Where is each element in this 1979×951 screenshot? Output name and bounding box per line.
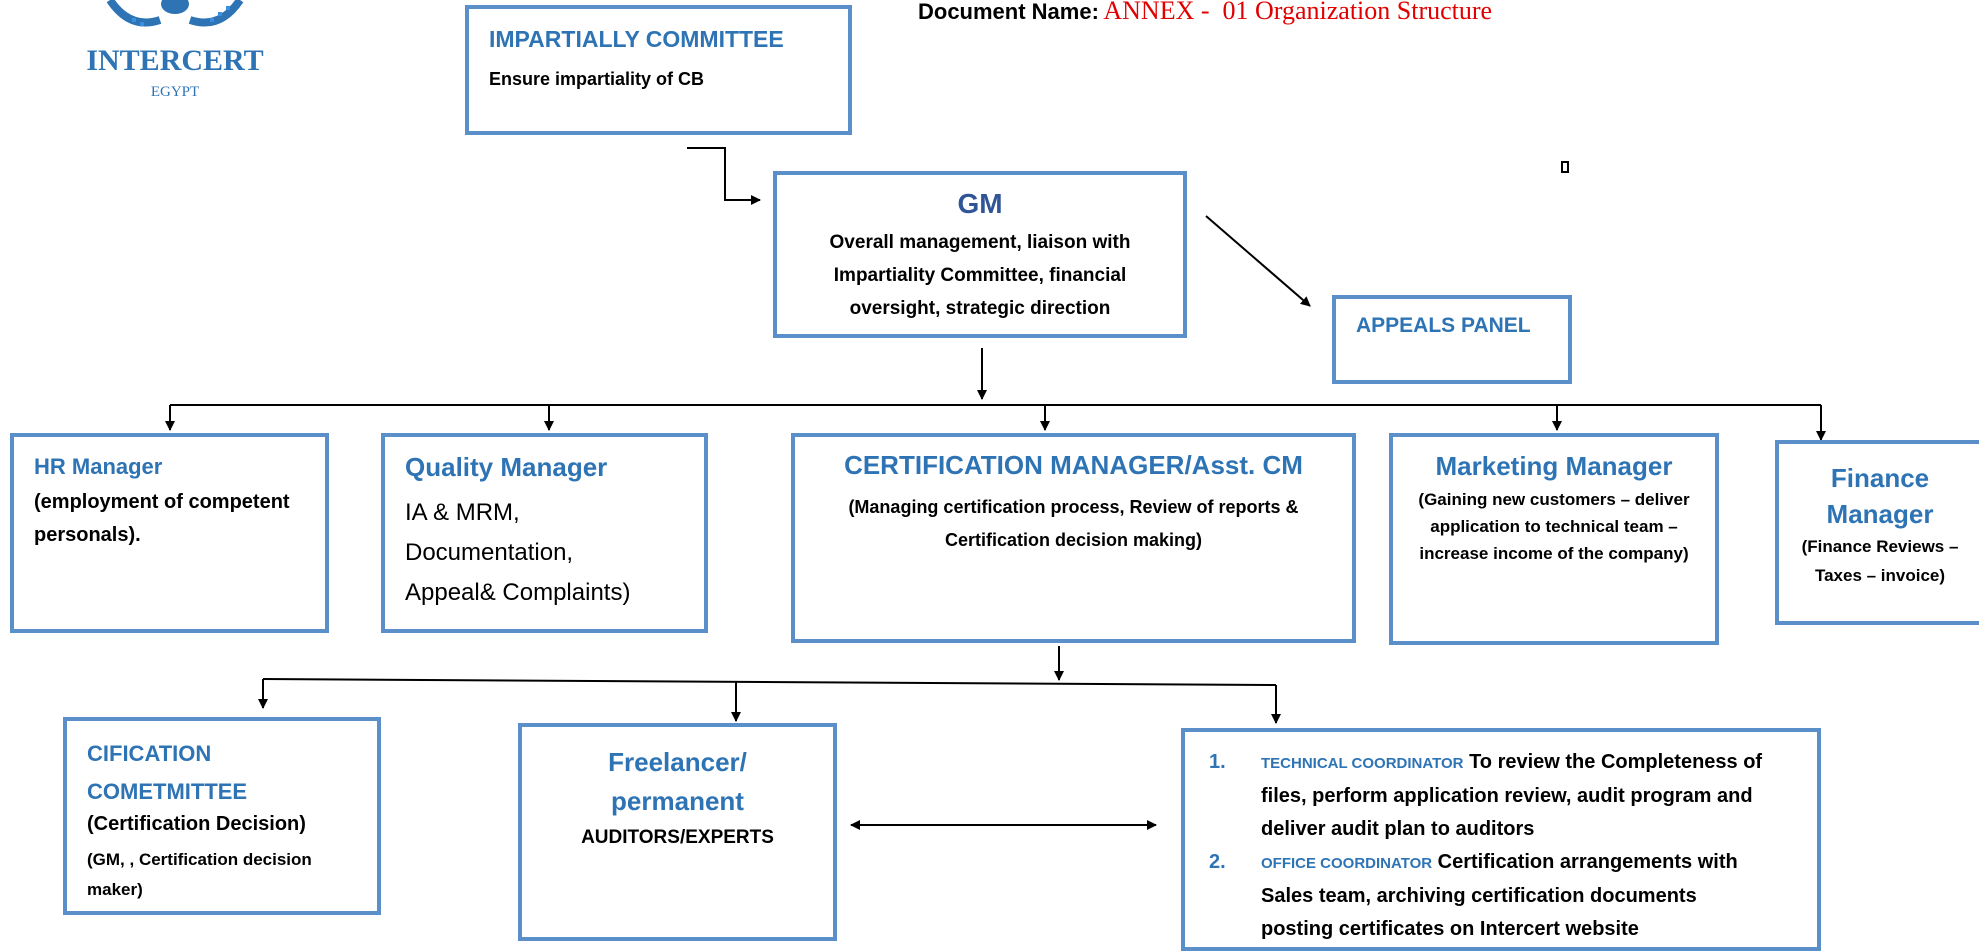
hr-manager-desc: (employment of competent personals).	[34, 491, 290, 546]
appeals-panel-box: APPEALS PANEL	[1332, 295, 1572, 384]
coordinator-item-office: 2. OFFICE COORDINATOR Certification arra…	[1209, 846, 1769, 946]
quality-manager-desc-line-2: Documentation,	[405, 539, 574, 566]
coordinator-role: OFFICE COORDINATOR	[1261, 855, 1433, 872]
coordinators-box: 1. TECHNICAL COORDINATOR To review the C…	[1181, 728, 1821, 951]
finance-manager-title-line-1: Finance	[1830, 463, 1930, 493]
logo-name: INTERCERT	[86, 44, 264, 77]
finance-manager-title-line-2: Manager	[1826, 499, 1934, 529]
hr-manager-title: HR Manager	[34, 454, 163, 479]
impartiality-committee-box: IMPARTIALLY COMMITTEE Ensure impartialit…	[465, 5, 852, 135]
document-name-value: ANNEX - 01 Organization Structure	[1103, 0, 1493, 25]
quality-manager-desc-line-3: Appeal& Complaints)	[405, 579, 631, 606]
coordinator-text: Certification arrangements with Sales te…	[1261, 851, 1738, 940]
marketing-manager-box: Marketing Manager (Gaining new customers…	[1389, 433, 1719, 645]
marketing-manager-title: Marketing Manager	[1435, 451, 1673, 481]
logo: INTERCERT EGYPT	[70, 0, 280, 110]
small-square-icon	[1561, 161, 1569, 173]
impartiality-committee-desc: Ensure impartiality of CB	[489, 69, 705, 89]
certification-committee-title-line-1: CIFICATION	[87, 741, 212, 766]
gm-box: GM Overall management, liaison with Impa…	[773, 171, 1187, 338]
certification-manager-box: CERTIFICATION MANAGER/Asst. CM (Managing…	[791, 433, 1356, 643]
auditors-desc: AUDITORS/EXPERTS	[581, 827, 774, 848]
document-name-label: Document Name:	[918, 0, 1099, 24]
appeals-panel-title: APPEALS PANEL	[1356, 314, 1531, 337]
auditors-title-line-2: permanent	[611, 786, 744, 816]
finance-manager-desc: (Finance Reviews – Taxes – invoice)	[1801, 537, 1959, 585]
logo-icon	[106, 0, 244, 27]
coordinator-role: TECHNICAL COORDINATOR	[1261, 755, 1464, 772]
quality-manager-desc-line-1: IA & MRM,	[405, 499, 520, 526]
coordinator-item-number: 2.	[1209, 851, 1226, 873]
quality-manager-box: Quality Manager IA & MRM, Documentation,…	[381, 433, 708, 633]
certification-committee-desc-2: (GM, , Certification decision maker)	[87, 850, 312, 899]
gm-desc: Overall management, liaison with Imparti…	[829, 232, 1131, 319]
finance-manager-box: Finance Manager (Finance Reviews – Taxes…	[1775, 440, 1979, 625]
marketing-manager-desc: (Gaining new customers – deliver applica…	[1418, 490, 1690, 563]
coordinators-list: 1. TECHNICAL COORDINATOR To review the C…	[1209, 746, 1769, 946]
quality-manager-title: Quality Manager	[405, 452, 608, 482]
certification-committee-desc-1: (Certification Decision)	[87, 813, 306, 835]
document-name: Document Name: ANNEX - 01 Organization S…	[918, 0, 1492, 26]
impartiality-committee-title: IMPARTIALLY COMMITTEE	[489, 26, 784, 52]
auditors-title-line-1: Freelancer/	[608, 747, 747, 777]
auditors-box: Freelancer/ permanent AUDITORS/EXPERTS	[518, 723, 837, 941]
certification-manager-desc: (Managing certification process, Review …	[848, 497, 1299, 550]
connector-impartiality-gm	[687, 147, 761, 205]
connector-lower-bus	[262, 678, 1277, 686]
connector-gm-appeals	[1205, 215, 1311, 307]
coordinator-item-number: 1.	[1209, 751, 1226, 773]
coordinator-text: To review the Completeness of files, per…	[1261, 751, 1763, 840]
logo-sub: EGYPT	[150, 84, 200, 100]
coordinator-item-technical: 1. TECHNICAL COORDINATOR To review the C…	[1209, 746, 1769, 846]
certification-manager-title: CERTIFICATION MANAGER/Asst. CM	[844, 450, 1303, 480]
certification-committee-title-line-2: COMETMITTEE	[87, 779, 248, 804]
hr-manager-box: HR Manager (employment of competent pers…	[10, 433, 329, 633]
gm-title: GM	[957, 188, 1003, 219]
certification-committee-box: CIFICATION COMETMITTEE (Certification De…	[63, 717, 381, 915]
